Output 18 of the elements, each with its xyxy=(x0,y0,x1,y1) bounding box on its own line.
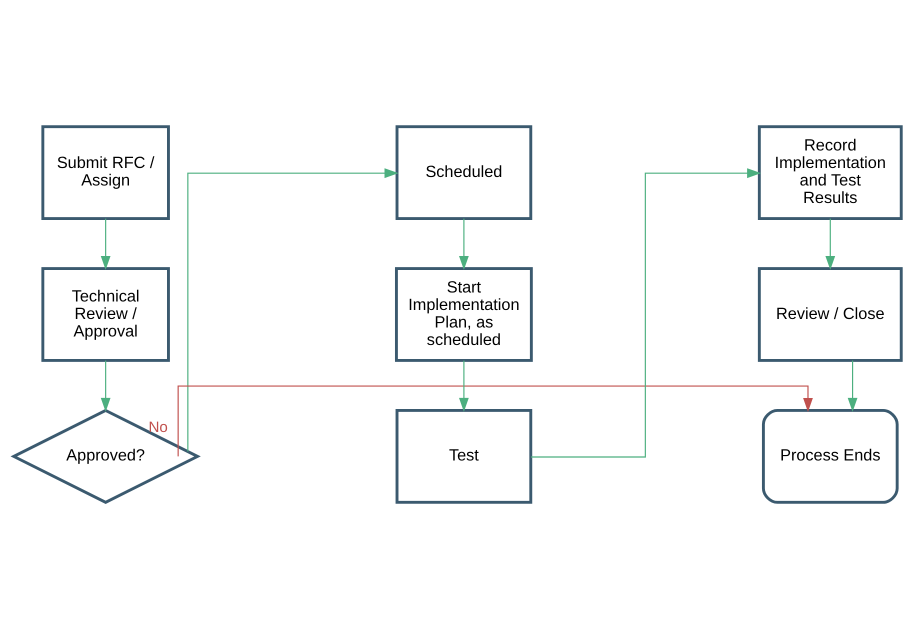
arrow xyxy=(848,360,858,412)
node-box: Process Ends xyxy=(762,409,899,504)
arrow xyxy=(178,385,813,456)
edge-label: No xyxy=(148,418,168,436)
arrow xyxy=(100,360,111,412)
node-box: Review / Close xyxy=(758,267,903,362)
arrow xyxy=(459,360,469,412)
node-box: Record Implementation and Test Results xyxy=(758,125,903,220)
node-box: Scheduled xyxy=(396,125,532,220)
arrow xyxy=(187,168,398,452)
node-box: Start Implementation Plan, as scheduled xyxy=(394,267,533,362)
node-box: Technical Review / Approval xyxy=(41,267,170,362)
arrow xyxy=(825,218,836,270)
node-box: Submit RFC / Assign xyxy=(41,125,170,220)
node-box: Test xyxy=(396,409,532,504)
arrow xyxy=(530,168,762,458)
arrow xyxy=(459,218,469,270)
arrow xyxy=(100,218,111,270)
